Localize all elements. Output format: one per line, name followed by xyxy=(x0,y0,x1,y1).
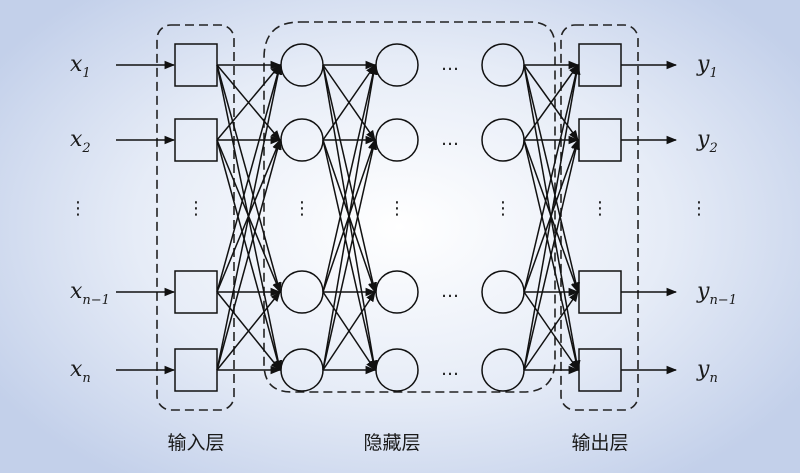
labels: … … … … ⋮ ⋮ ⋮ ⋮ ⋮ ⋮ ⋮ x1 x2 xn−1 xn y1 y2 yn−1 yn xyxy=(69,52,737,386)
connections xyxy=(116,60,678,375)
output-label-2: y2 xyxy=(696,127,718,156)
vertical-ellipsis-5: ⋮ xyxy=(494,198,512,219)
hidden-node-l1-n1 xyxy=(280,43,324,87)
nodes xyxy=(174,43,622,392)
edge-h3n3-out1 xyxy=(523,63,580,293)
input-label-3: xn−1 xyxy=(70,279,110,308)
edge-h1n4-h2n2 xyxy=(322,138,378,371)
input-label-4: xn xyxy=(70,357,91,386)
output-node-2 xyxy=(578,118,622,162)
hidden-node-l2-n1 xyxy=(375,43,419,87)
edge-h1n3-h2n1 xyxy=(322,63,377,293)
input-node-4 xyxy=(174,348,218,392)
input-label-2: x2 xyxy=(70,127,91,156)
edge-h3n2-out1 xyxy=(523,64,579,141)
hidden-node-l1-n4 xyxy=(280,348,324,392)
hidden-node-l3-n4 xyxy=(481,348,525,392)
edge-h1n4-h2n1 xyxy=(322,63,378,371)
vertical-ellipsis-1: ⋮ xyxy=(69,198,87,219)
hidden-ellipsis-4: … xyxy=(441,359,459,380)
hidden-node-l3-n3 xyxy=(481,270,525,314)
hidden-node-l2-n4 xyxy=(375,348,419,392)
vertical-ellipsis-7: ⋮ xyxy=(690,198,708,219)
vertical-ellipsis-2: ⋮ xyxy=(187,198,205,219)
edge-in2-h1n1 xyxy=(216,64,281,141)
hidden-node-l1-n2 xyxy=(280,118,324,162)
input-label-1: x1 xyxy=(70,52,91,81)
hidden-node-l2-n2 xyxy=(375,118,419,162)
hidden-node-l3-n2 xyxy=(481,118,525,162)
output-label-1: y1 xyxy=(696,52,718,81)
output-label-3: yn−1 xyxy=(696,279,737,308)
edge-in3-h1n1 xyxy=(216,63,282,293)
edge-in4-h1n3 xyxy=(216,291,281,371)
edge-h3n4-out1 xyxy=(523,63,581,371)
input-node-3 xyxy=(174,270,218,314)
output-label-4: yn xyxy=(696,357,718,386)
output-node-4 xyxy=(578,348,622,392)
vertical-ellipsis-3: ⋮ xyxy=(293,198,311,219)
input-node-1 xyxy=(174,43,218,87)
vertical-ellipsis-4: ⋮ xyxy=(388,198,406,219)
edge-h3n4-out2 xyxy=(523,138,580,371)
hidden-ellipsis-1: … xyxy=(441,54,459,75)
hidden-layer-box xyxy=(263,21,556,393)
edge-h1n4-h2n3 xyxy=(322,291,376,371)
output-node-1 xyxy=(578,43,622,87)
output-node-3 xyxy=(578,270,622,314)
hidden-node-l3-n1 xyxy=(481,43,525,87)
hidden-node-l1-n3 xyxy=(280,270,324,314)
edge-in4-h1n1 xyxy=(216,63,283,371)
input-layer-label: 输入层 xyxy=(167,432,224,454)
hidden-ellipsis-3: … xyxy=(441,281,459,302)
vertical-ellipsis-6: ⋮ xyxy=(591,198,609,219)
hidden-node-l2-n3 xyxy=(375,270,419,314)
edge-h1n2-h2n1 xyxy=(322,64,376,141)
edge-h3n4-out3 xyxy=(523,291,579,371)
edge-in4-h1n2 xyxy=(216,138,282,371)
input-node-2 xyxy=(174,118,218,162)
hidden-layer-label: 隐藏层 xyxy=(363,432,420,454)
output-layer-label: 输出层 xyxy=(571,432,628,454)
hidden-ellipsis-2: … xyxy=(441,129,459,150)
